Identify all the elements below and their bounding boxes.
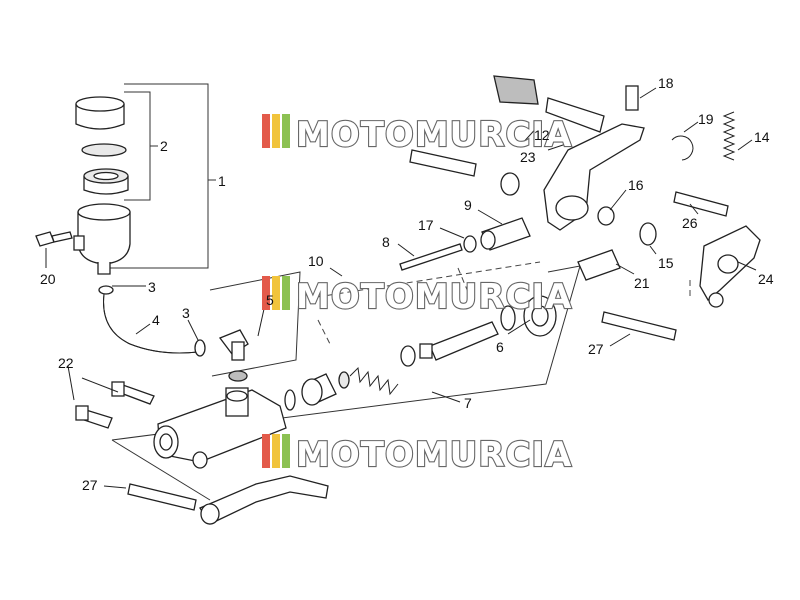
circlip-6 <box>500 305 516 331</box>
flat-washer <box>597 206 615 226</box>
bracket-bolt <box>673 191 729 217</box>
dust-boot <box>523 295 557 337</box>
brake-pedal-lever <box>543 123 645 231</box>
push-rod <box>399 243 463 271</box>
callout-27: 27 <box>588 341 604 357</box>
piston-seal <box>338 371 350 389</box>
callout-3: 3 <box>148 279 156 295</box>
return-spring <box>349 366 399 396</box>
linkage-rod <box>199 475 329 525</box>
callout-23: 23 <box>520 149 536 165</box>
callout-5: 5 <box>266 292 274 308</box>
callout-17: 17 <box>418 217 434 233</box>
callout-16: 16 <box>628 177 644 193</box>
pedal-peg <box>545 97 605 133</box>
callout-8: 8 <box>382 234 390 250</box>
watermark-text: MOTOMURCIA <box>296 435 572 475</box>
lower-bolt-27 <box>127 483 197 511</box>
watermark-text: MOTOMURCIA <box>296 115 572 155</box>
callout-26: 26 <box>682 215 698 231</box>
mounting-bolts <box>75 381 155 429</box>
pedal-rubber <box>493 75 539 105</box>
banjo-fitting <box>218 329 249 361</box>
pivot-pin <box>409 149 477 177</box>
leader-lines <box>45 87 757 489</box>
callout-22: 22 <box>58 355 74 371</box>
snap-ring <box>671 135 694 161</box>
fluid-reservoir <box>73 203 131 275</box>
fluid-hose <box>103 293 199 354</box>
pivot-bushing <box>577 249 621 281</box>
callout-24: 24 <box>758 271 774 287</box>
linkage-bushing <box>200 503 220 525</box>
callout-3b: 3 <box>182 305 190 321</box>
callouts: 1 2 3 3 4 5 6 7 8 9 10 12 14 15 16 17 18… <box>40 75 774 493</box>
callout-15: 15 <box>658 255 674 271</box>
callout-9: 9 <box>464 197 472 213</box>
callout-4: 4 <box>152 312 160 328</box>
callout-7: 7 <box>464 395 472 411</box>
callout-27b: 27 <box>82 477 98 493</box>
callout-10: 10 <box>308 253 324 269</box>
master-cylinder-body <box>153 387 287 469</box>
long-bolt-27 <box>601 311 677 341</box>
callout-20: 20 <box>40 271 56 287</box>
reservoir-gasket <box>81 143 127 157</box>
o-ring-12 <box>500 172 520 196</box>
callout-21: 21 <box>634 275 650 291</box>
reservoir-bolt <box>35 231 73 247</box>
lever-bracket <box>699 225 761 308</box>
callout-14: 14 <box>754 129 770 145</box>
hose-clip-2 <box>194 339 206 357</box>
hose-clip <box>98 285 114 295</box>
o-ring-15 <box>639 222 657 246</box>
piston-cup <box>301 373 337 406</box>
watermark-bottom: MOTOMURCIA <box>262 434 572 476</box>
callout-6: 6 <box>496 339 504 355</box>
callout-12: 12 <box>534 127 550 143</box>
callout-18: 18 <box>658 75 674 91</box>
lever-screw <box>625 85 639 111</box>
sealing-washer <box>228 370 248 382</box>
callout-1: 1 <box>218 173 226 189</box>
watermark-middle: MOTOMURCIA <box>262 276 572 318</box>
lock-nut <box>463 235 477 253</box>
group-frames <box>110 83 691 501</box>
callout-19: 19 <box>698 111 714 127</box>
reservoir-cap <box>75 96 125 130</box>
tension-spring <box>722 111 736 161</box>
reservoir-diaphragm <box>83 168 129 195</box>
watermark-text: MOTOMURCIA <box>296 277 572 317</box>
piston-ring <box>400 345 416 367</box>
clevis <box>480 217 531 251</box>
piston <box>419 321 499 361</box>
watermark-top: MOTOMURCIA <box>262 114 572 156</box>
o-ring-7 <box>284 389 296 411</box>
callout-2: 2 <box>160 138 168 154</box>
